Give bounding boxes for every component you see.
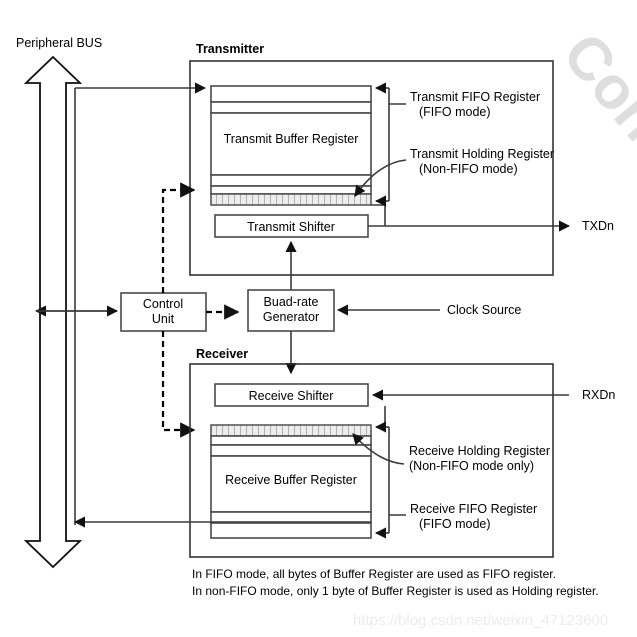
tx-row-4 (210, 185, 372, 195)
transmit-annotations: Transmit FIFO Register (FIFO mode) Trans… (354, 82, 554, 207)
control-to-receiver-dashed (161, 331, 196, 438)
receive-fifo-line1: Receive FIFO Register (410, 502, 537, 516)
tx-buffer-main (210, 112, 372, 176)
tx-row-2 (210, 101, 372, 114)
receiver-label: Receiver (196, 347, 248, 361)
baud-generator-line2: Generator (263, 310, 319, 324)
tx-holding-byte (210, 193, 372, 206)
transmit-shifter-label: Transmit Shifter (247, 220, 335, 234)
transmit-buffer-register-label: Transmit Buffer Register (224, 132, 359, 146)
peripheral-bus-label: Peripheral BUS (16, 36, 102, 50)
control-dashed-lines (161, 182, 240, 438)
receive-annotations: Receive Holding Register (Non-FIFO mode … (352, 421, 550, 539)
receive-shifter-box (214, 383, 369, 407)
rx-row-2 (210, 444, 372, 457)
transmit-buffer-register: Transmit Buffer Register (210, 85, 372, 206)
diagram-notes: In FIFO mode, all bytes of Buffer Regist… (192, 567, 599, 598)
transmit-holding-line1: Transmit Holding Register (410, 147, 554, 161)
rx-holding-leader (352, 433, 405, 465)
transmitter-boundary (189, 60, 554, 276)
rx-row-1 (210, 435, 372, 446)
transmitter-wiring: TXDn (75, 82, 614, 290)
receiver-boundary (189, 363, 554, 558)
rx-buffer-main (210, 455, 372, 513)
baud-generator-line1: Buad-rate (264, 295, 319, 309)
tx-holding-leader (354, 159, 407, 197)
baud-rate-generator-block: Buad-rate Generator Clock Source (247, 289, 521, 375)
peripheral-bus: Peripheral BUS (16, 36, 102, 569)
transmit-fifo-line1: Transmit FIFO Register (410, 90, 540, 104)
baud-generator-box (247, 289, 335, 332)
receive-holding-line2: (Non-FIFO mode only) (409, 459, 534, 473)
tx-row-3 (210, 174, 372, 187)
note-line-1: In FIFO mode, all bytes of Buffer Regist… (192, 567, 556, 581)
receive-buffer-register-label: Receive Buffer Register (225, 473, 357, 487)
control-unit-line2: Unit (152, 312, 175, 326)
receiver-block: Receiver (189, 347, 554, 558)
control-to-transmitter-dashed (161, 182, 196, 293)
note-line-2: In non-FIFO mode, only 1 byte of Buffer … (192, 584, 599, 598)
receive-fifo-line2: (FIFO mode) (419, 517, 491, 531)
tx-row-1 (210, 85, 372, 103)
peripheral-bus-arrow (23, 55, 83, 569)
receive-shifter-block: Receive Shifter RXDn (214, 383, 615, 407)
transmit-fifo-line2: (FIFO mode) (419, 105, 491, 119)
rxd-label: RXDn (582, 388, 615, 402)
transmit-shifter-block: Transmit Shifter (214, 214, 369, 238)
rx-row-4 (210, 522, 372, 539)
rx-holding-byte (210, 424, 372, 437)
receive-shifter-label: Receive Shifter (249, 389, 334, 403)
receive-buffer-register: Receive Buffer Register (73, 406, 386, 539)
control-unit-line1: Control (143, 297, 183, 311)
transmitter-label: Transmitter (196, 42, 264, 56)
txd-label: TXDn (582, 219, 614, 233)
transmit-holding-line2: (Non-FIFO mode) (419, 162, 518, 176)
receive-holding-line1: Receive Holding Register (409, 444, 550, 458)
transmitter-block: Transmitter (189, 42, 554, 276)
watermark-url: https://blog.csdn.net/weixin_47123600 (353, 612, 608, 629)
clock-source-label: Clock Source (447, 303, 521, 317)
